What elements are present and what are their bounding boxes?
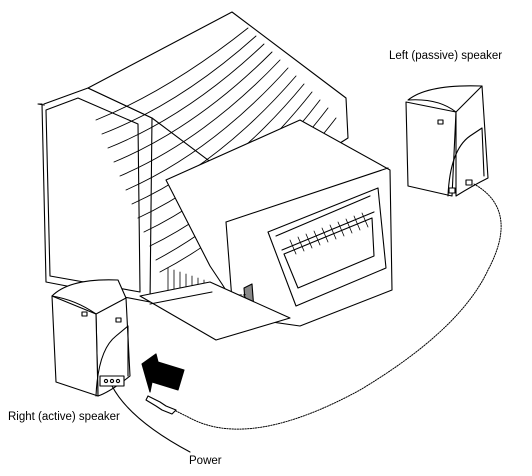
monitor: ABC [37, 11, 393, 341]
right-speaker [51, 279, 191, 453]
left-speaker [405, 85, 489, 197]
left-speaker-label: Left (passive) speaker [389, 50, 503, 62]
direction-arrow [141, 353, 185, 393]
rear-vent [289, 212, 369, 255]
right-speaker-label: Right (active) speaker [8, 411, 120, 423]
power-label: Power [189, 455, 222, 467]
audio-plug [145, 395, 177, 415]
power-cord [111, 385, 191, 453]
speaker-cable [173, 183, 502, 430]
monitor-base [139, 281, 291, 341]
